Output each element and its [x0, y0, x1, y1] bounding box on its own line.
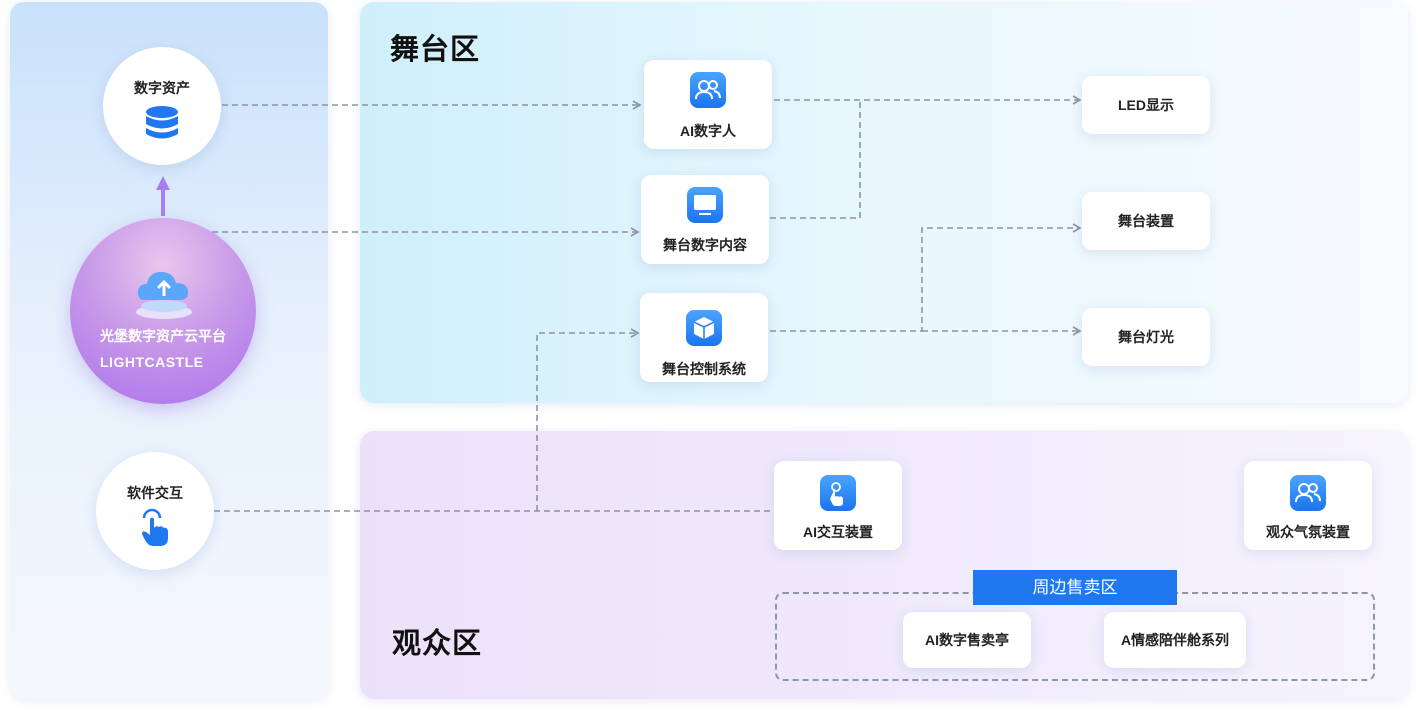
- ai-interaction-device-label: AI交互装置: [803, 524, 873, 540]
- ai-companion-pod-card[interactable]: A情感陪伴舱系列: [1104, 612, 1246, 668]
- stage-digital-content-card[interactable]: 舞台数字内容: [641, 175, 769, 264]
- led-display-label: LED显示: [1118, 97, 1174, 113]
- cloud-upload-icon: [136, 272, 192, 319]
- audience-zone-title: 观众区: [392, 628, 483, 660]
- led-display-card[interactable]: LED显示: [1082, 76, 1210, 134]
- up-arrow: [156, 176, 170, 216]
- touch-hand-icon: [142, 508, 168, 546]
- stage-control-system-label: 舞台控制系统: [662, 361, 746, 377]
- software-interaction-node[interactable]: 软件交互: [96, 452, 214, 570]
- group-people-icon: [1290, 475, 1326, 511]
- line-control-to-device: [770, 223, 1082, 332]
- monitor-icon: [687, 187, 723, 223]
- touch-gesture-icon: [820, 475, 856, 511]
- stage-device-card[interactable]: 舞台装置: [1082, 192, 1210, 250]
- software-interaction-label: 软件交互: [127, 485, 183, 501]
- stage-lighting-label: 舞台灯光: [1118, 329, 1174, 345]
- audience-atmosphere-device-card[interactable]: 观众气氛装置: [1244, 461, 1372, 550]
- audience-atmosphere-device-label: 观众气氛装置: [1266, 524, 1350, 540]
- stage-lighting-card[interactable]: 舞台灯光: [1082, 308, 1210, 366]
- ai-companion-pod-label: A情感陪伴舱系列: [1120, 632, 1230, 648]
- ai-interaction-device-card[interactable]: AI交互装置: [774, 461, 902, 550]
- cube-icon: [686, 310, 722, 346]
- stage-zone-panel: [360, 2, 1408, 403]
- cloud-platform-name: 光堡数字资产云平台: [100, 328, 226, 344]
- ai-digital-human-card[interactable]: AI数字人: [644, 60, 772, 149]
- stage-digital-content-label: 舞台数字内容: [663, 237, 747, 253]
- cloud-platform-en-name: LIGHTCASTLE: [100, 354, 204, 370]
- digital-assets-label: 数字资产: [134, 80, 190, 96]
- stage-device-label: 舞台装置: [1118, 213, 1174, 229]
- digital-assets-node[interactable]: 数字资产: [103, 47, 221, 165]
- database-icon: [146, 106, 178, 139]
- ai-digital-human-label: AI数字人: [680, 123, 736, 139]
- ai-digital-kiosk-card[interactable]: AI数字售卖亭: [903, 612, 1031, 668]
- stage-zone-title: 舞台区: [390, 34, 481, 66]
- line-interaction-to-control: [536, 328, 640, 511]
- people-icon: [690, 72, 726, 108]
- ai-digital-kiosk-label: AI数字售卖亭: [925, 632, 1009, 648]
- line-stage-content-to-led: [770, 100, 861, 219]
- stage-control-system-card[interactable]: 舞台控制系统: [640, 293, 768, 382]
- cloud-platform-node[interactable]: 光堡数字资产云平台 LIGHTCASTLE: [70, 218, 256, 404]
- peripheral-sales-zone-box: [775, 592, 1375, 681]
- peripheral-sales-zone-header: 周边售卖区: [973, 570, 1177, 605]
